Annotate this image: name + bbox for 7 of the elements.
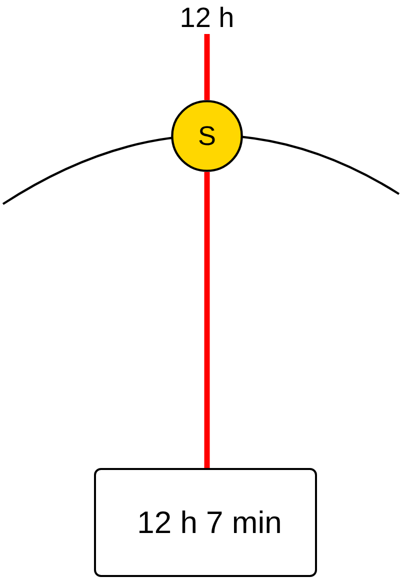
connector-line <box>204 172 210 468</box>
box-label: 12 h 7 min <box>137 504 282 540</box>
circle-label: S <box>198 120 216 152</box>
sun-circle <box>171 100 243 172</box>
time-box <box>94 468 317 577</box>
time-label: 12 h <box>162 2 252 34</box>
connector-line <box>204 34 210 100</box>
